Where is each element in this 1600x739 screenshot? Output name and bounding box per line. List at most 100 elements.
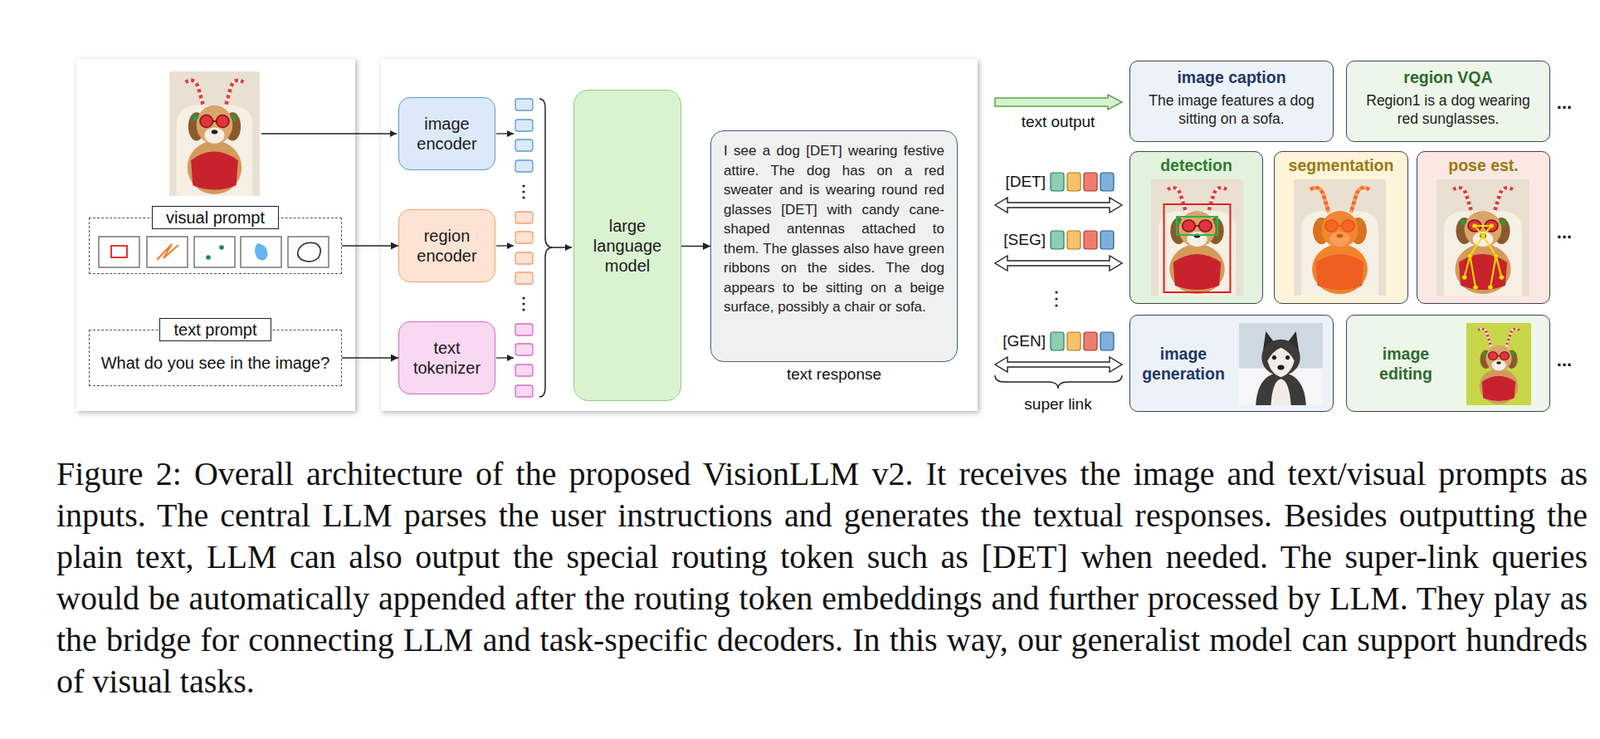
encoder-arrow [496, 244, 514, 246]
encoder-arrow [496, 132, 514, 134]
edited-image-ground [1466, 322, 1532, 405]
super-link-arrow [995, 197, 1122, 372]
encoder-box: image encoder [398, 97, 496, 171]
task-title: region VQA [1358, 67, 1538, 88]
segmentation-mask [1310, 187, 1370, 294]
image-token [515, 160, 533, 172]
response-box: I see a dog [DET] wearing festive attire… [710, 130, 958, 362]
text-token [515, 343, 533, 356]
region-token [515, 272, 533, 284]
token-brace [539, 98, 553, 397]
image-arrow [261, 132, 397, 135]
image-token [515, 98, 533, 111]
link-query-token [1050, 172, 1114, 351]
visual-prompt-mark [205, 254, 211, 260]
link-query-token [1067, 230, 1081, 249]
vertical-ellipsis [521, 195, 525, 199]
label-anchor: [GEN] [1002, 331, 1046, 351]
label-anchor: [DET] [1004, 172, 1046, 191]
figure-caption: Figure 2: Overall architecture of the pr… [56, 453, 1588, 703]
visual-prompt-mark [111, 245, 127, 258]
region-token [515, 211, 533, 224]
connector-arrow [341, 356, 399, 359]
label-anchor: ... [1556, 93, 1572, 113]
visual-prompt-mark [254, 243, 268, 261]
visual-prompt-box: visual prompt [88, 217, 342, 274]
link-query-token [1067, 172, 1081, 191]
label-anchor: text output [1021, 112, 1096, 132]
link-query-token [1050, 331, 1064, 351]
label-anchor: ... [1556, 223, 1572, 242]
task-text: Region1 is a dog wearing red sunglasses. [1358, 91, 1538, 128]
super-link-arrow [995, 197, 1122, 213]
region-token [515, 252, 533, 264]
visual-prompt-icon [240, 236, 282, 268]
visual-prompt-mark [297, 242, 322, 262]
label-anchor: super link [1024, 395, 1092, 414]
super-link-arrow [995, 356, 1122, 372]
text-token [515, 323, 533, 336]
task-title: detection [1130, 155, 1263, 176]
brace-arrow [552, 246, 572, 249]
visual-prompt-icon [287, 236, 329, 268]
visual-prompt-mark [111, 242, 321, 262]
connector-arrow [681, 245, 711, 248]
image-token [515, 119, 533, 132]
text-token [515, 385, 533, 397]
vertical-ellipsis [521, 307, 525, 311]
ellipsis: ... [1556, 223, 1572, 242]
detection-image [1151, 179, 1244, 296]
box-label: text tokenizer [405, 337, 488, 378]
task-title: image caption [1141, 67, 1322, 88]
super-link-arrow [995, 255, 1122, 271]
routing-token: [SEG] [1003, 230, 1046, 249]
encoder-arrow [496, 133, 514, 358]
task-text: The image features a dog sitting on a so… [1141, 91, 1322, 128]
panel [380, 58, 978, 411]
task-card: detection [1129, 151, 1264, 304]
output-label: text output [1021, 112, 1096, 132]
link-query-token [1050, 172, 1064, 191]
task-card-fill [1129, 151, 1551, 412]
image-token [515, 98, 533, 172]
label-anchor: [SEG] [1003, 230, 1046, 249]
panel [76, 58, 356, 411]
task-card: image editing [1346, 314, 1551, 412]
vertical-ellipsis [521, 190, 525, 193]
response-caption: text response [723, 365, 945, 384]
prompt-heading: text prompt [159, 317, 271, 342]
task-card: image captionThe image features a dog si… [1129, 60, 1334, 142]
task-card: region VQA Region1 is a dog wearing red s… [1346, 60, 1551, 142]
vertical-ellipsis [1054, 290, 1058, 293]
link-query-token [1100, 172, 1114, 191]
link-query-token [1100, 230, 1114, 249]
region-token [515, 211, 533, 284]
llm-box: large language model [573, 89, 682, 401]
ellipsis: ... [1556, 351, 1572, 370]
link-query-token [1083, 230, 1098, 249]
text-token [515, 364, 533, 376]
label-anchor: ... [1556, 351, 1572, 370]
task-card-fill [1129, 314, 1334, 412]
text-output-arrow [995, 94, 1122, 110]
box-label: image encoder [405, 113, 488, 154]
link-query-token [1050, 230, 1064, 249]
routing-token: [GEN] [1002, 331, 1046, 351]
bracket-label: super link [1024, 395, 1092, 414]
super-link-brace [995, 375, 1122, 389]
segmentation-image [1293, 179, 1386, 296]
detection-boxes [1164, 204, 1231, 293]
ellipsis: ... [1556, 93, 1572, 113]
response-text: I see a dog [DET] wearing festive attire… [723, 141, 945, 318]
connector-arrow [341, 244, 399, 247]
encoder-box: region encoder [398, 209, 496, 283]
vertical-ellipsis [1054, 303, 1058, 307]
task-card-fill [1129, 151, 1264, 304]
vertical-ellipsis [521, 302, 525, 305]
panel [76, 58, 978, 411]
task-title: pose est. [1417, 155, 1550, 176]
generated-image [1239, 322, 1323, 405]
region-token [515, 231, 533, 244]
link-query-token [1067, 331, 1081, 351]
